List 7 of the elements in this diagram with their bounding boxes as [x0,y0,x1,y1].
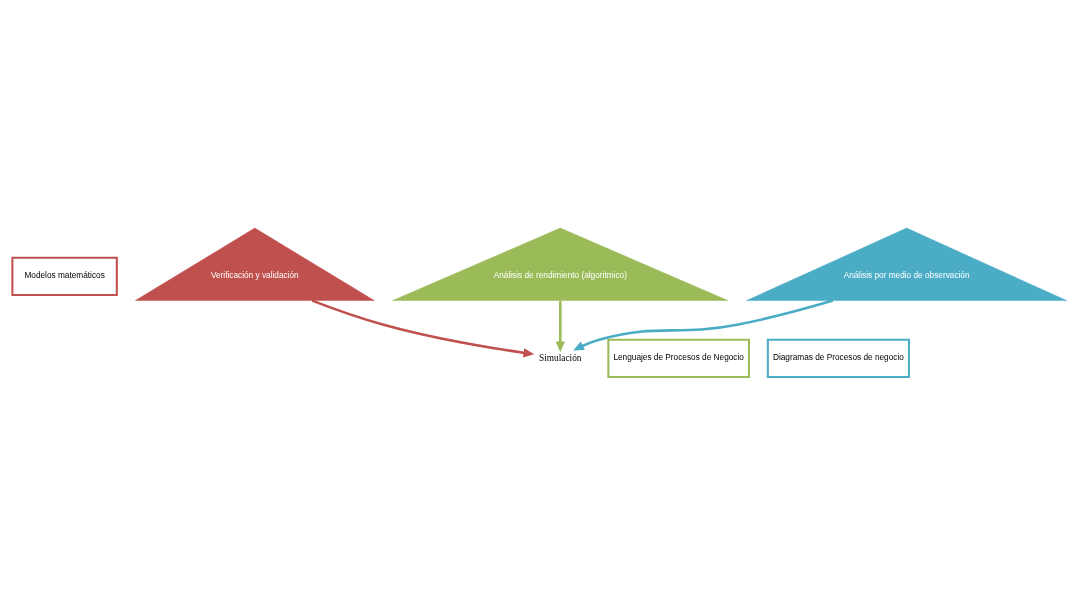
node-text: Simulación [539,352,582,363]
arrow [311,298,535,357]
node-box: Lenguajes de Procesos de Negocio [607,338,750,378]
node-box: Modelos matemáticos [11,256,118,296]
arrow [555,300,565,352]
node-box: Diagramas de Procesos de negocio [766,338,910,378]
arrow [573,298,834,350]
